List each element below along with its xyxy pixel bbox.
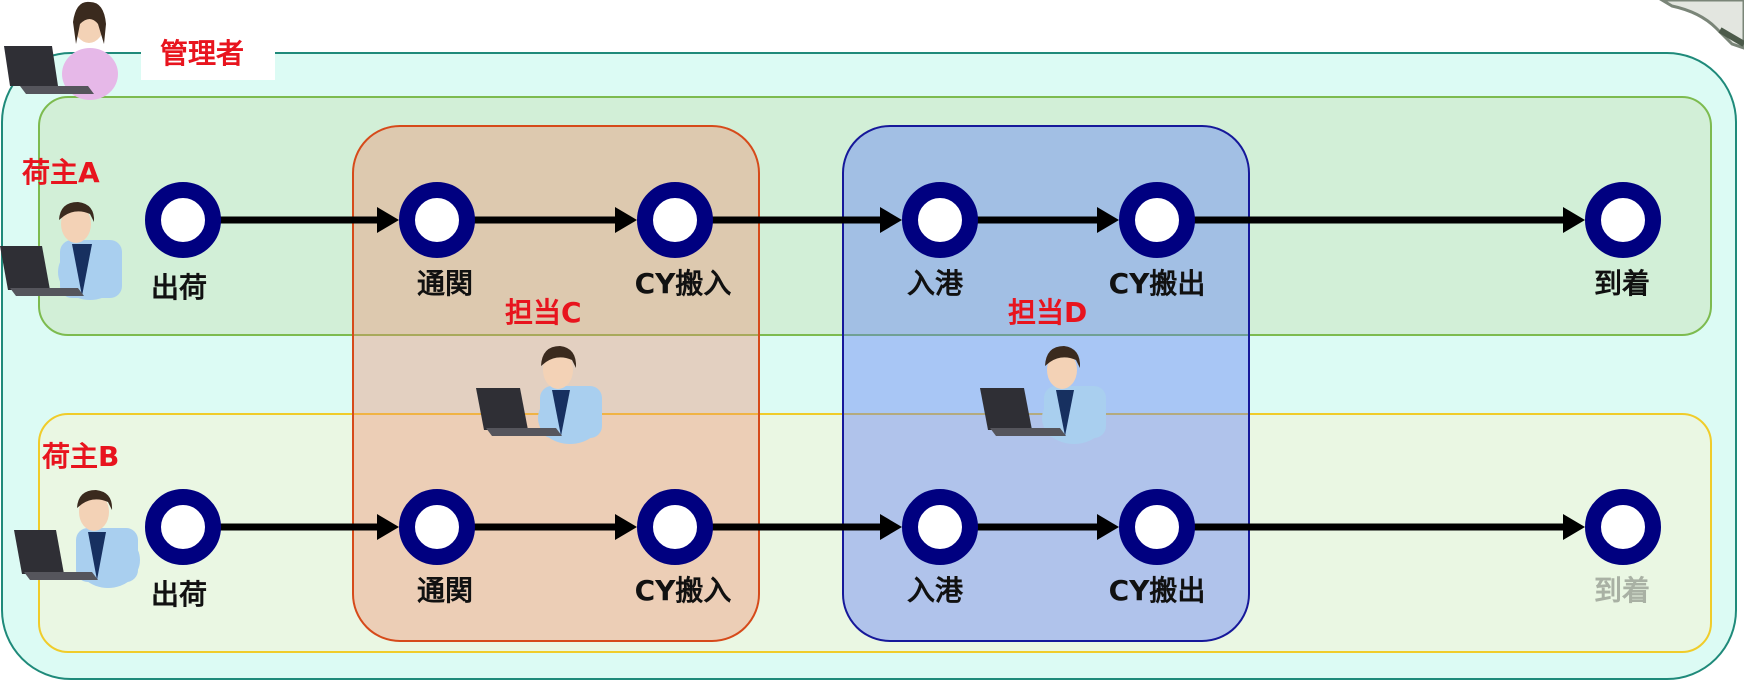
step-label: CY搬入: [634, 574, 732, 607]
step-label: CY搬出: [1108, 574, 1206, 607]
step-label: 通関: [416, 574, 474, 607]
step-label: 到着: [1593, 267, 1651, 300]
zone-staff-c: [352, 125, 760, 642]
admin-label: 管理者: [160, 37, 245, 70]
step-label: CY搬入: [634, 267, 732, 300]
shipper-a-label: 荷主A: [22, 156, 100, 189]
zone-staff-d: [842, 125, 1250, 642]
step-label: 出荷: [150, 578, 208, 611]
staff-d-label: 担当D: [1008, 296, 1088, 329]
step-label: 出荷: [150, 271, 208, 304]
step-label: 到着: [1593, 574, 1651, 607]
step-label: 入港: [906, 267, 964, 300]
staff-c-label: 担当C: [505, 296, 582, 329]
admin-label-box: [141, 34, 275, 80]
shipper-b-lane: [38, 413, 1712, 653]
step-label: CY搬出: [1108, 267, 1206, 300]
shipper-b-label: 荷主B: [42, 440, 120, 473]
step-label: 通関: [416, 267, 474, 300]
step-label: 入港: [906, 574, 964, 607]
